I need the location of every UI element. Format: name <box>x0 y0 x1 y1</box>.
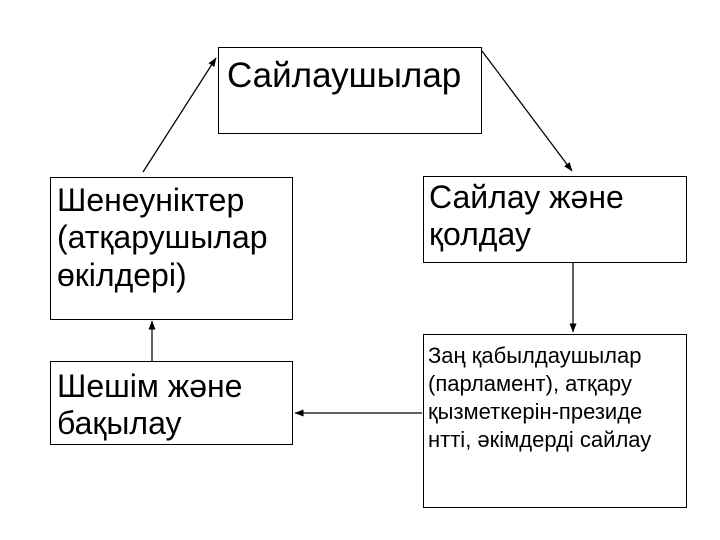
arrow-voters-to-election-support <box>481 50 573 172</box>
diagram-box-voters: Сайлаушылар <box>218 47 482 134</box>
diagram-box-lawmakers: Заң қабылдаушылар (парламент), атқару қы… <box>423 334 687 508</box>
arrow-officials-to-voters <box>142 57 217 173</box>
diagram-box-election-support: Сайлау және қолдау <box>423 176 687 263</box>
diagram-box-officials: Шенеуніктер (атқарушылар өкілдері) <box>50 177 293 320</box>
diagram-box-decision-control: Шешім және бақылау <box>50 361 293 445</box>
